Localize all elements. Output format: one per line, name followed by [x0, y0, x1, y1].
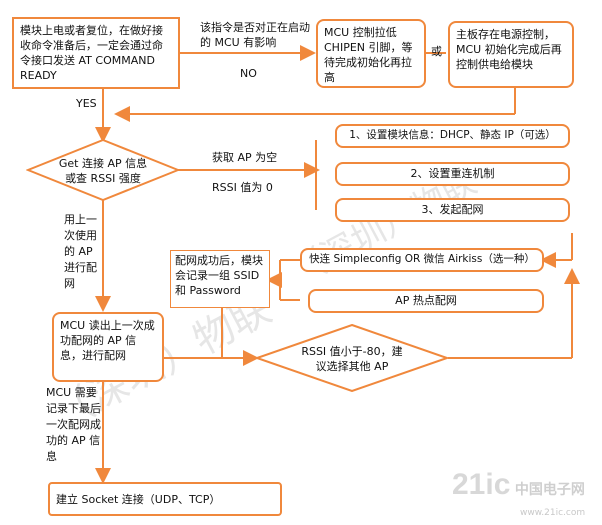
mainboard-box: 主板存在电源控制，MCU 初始化完成后再控制供电给模块 — [448, 21, 574, 88]
site-logo: 21ic 中国电子网 — [452, 468, 585, 502]
quick-connect-box: 快连 Simpleconfig OR 微信 Airkiss（选一种） — [300, 248, 544, 272]
step1-box: 1、设置模块信息：DHCP、静态 IP（可选） — [335, 124, 570, 148]
mcu-record-text: MCU 需要记录下最后一次配网成功的 AP 信息 — [46, 386, 101, 463]
mcu-read-last-box: MCU 读出上一次成功配网的 AP 信息，进行配网 — [52, 312, 164, 382]
or-label: 或 — [431, 45, 442, 58]
mcu-chipen-box: MCU 控制拉低 CHIPEN 引脚，等待完成初始化再拉高 — [316, 19, 426, 88]
logo-url: www.21ic.com — [520, 508, 586, 518]
step3-box: 3、发起配网 — [335, 198, 570, 222]
start-box: 模块上电或者复位，在做好接收命令准备后，一定会通过命令接口发送 AT COMMA… — [12, 17, 180, 89]
rssi-zero-label: RSSI 值为 0 — [212, 181, 273, 194]
ap-hotspot-box: AP 热点配网 — [308, 289, 544, 313]
socket-box: 建立 Socket 连接（UDP、TCP） — [48, 482, 282, 516]
config-success-box: 配网成功后，模块会记录一组 SSID 和 Password — [170, 250, 270, 308]
yes-label: YES — [76, 97, 97, 110]
logo-cn: 中国电子网 — [514, 481, 585, 497]
decision-get-text: Get 连接 AP 信息或查 RSSI 强度 — [58, 157, 148, 185]
influence-note: 该指令是否对正在启动的 MCU 有影响 — [200, 21, 310, 49]
step2-box: 2、设置重连机制 — [335, 162, 570, 186]
rssi-low-text: RSSI 值小于-80，建议选择其他 AP — [301, 345, 403, 373]
rssi-low-diamond — [255, 324, 449, 392]
decision-diamond — [26, 139, 180, 201]
logo-brand: 21ic — [452, 468, 511, 501]
use-last-ap-text: 用上一次使用的 AP 进行配网 — [64, 213, 97, 290]
get-ap-empty-label: 获取 AP 为空 — [212, 151, 278, 164]
no-label: NO — [240, 67, 257, 80]
